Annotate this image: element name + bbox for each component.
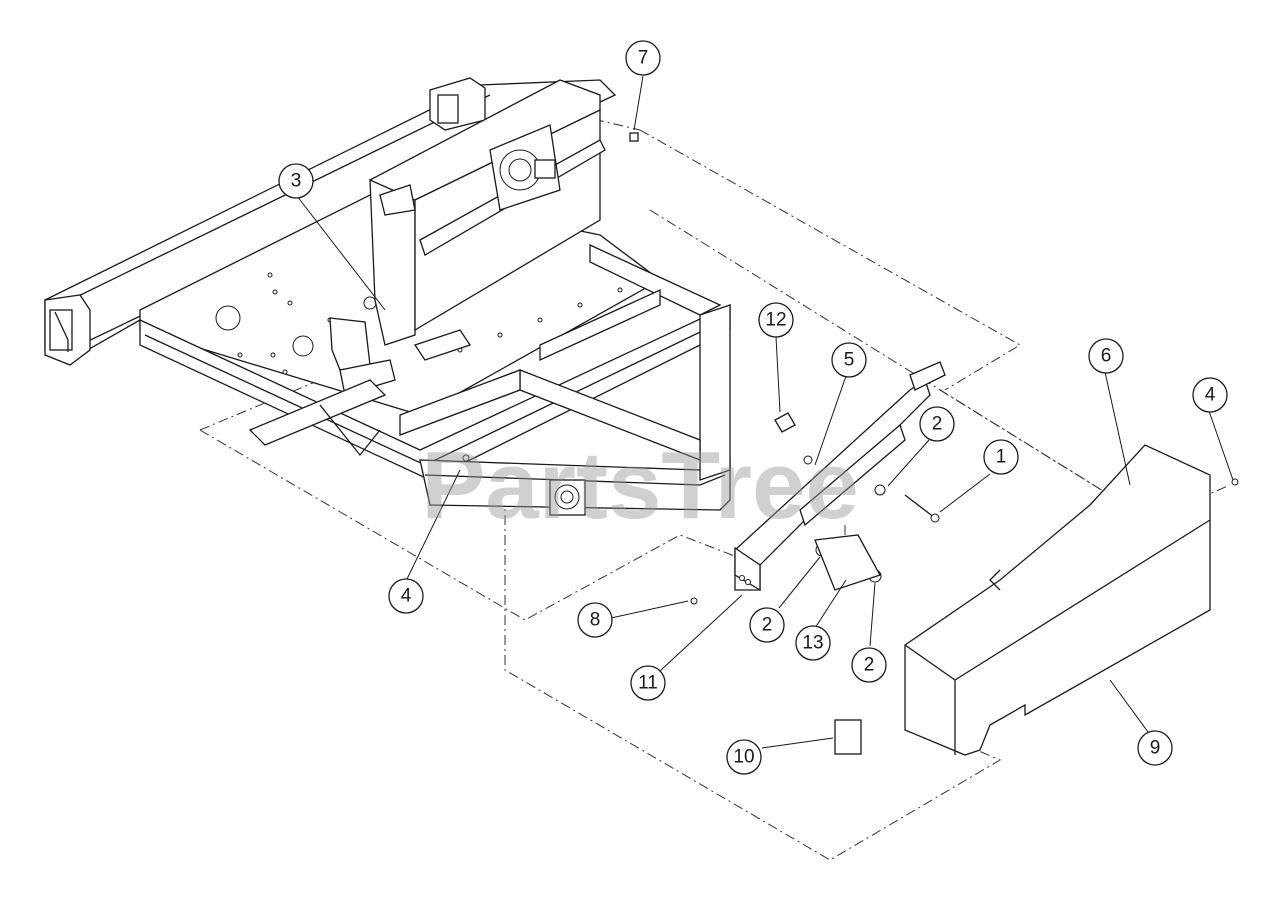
- callout-label: 12: [765, 310, 786, 331]
- bolt-part-1: [904, 494, 940, 523]
- plate-holes: [237, 272, 623, 375]
- callout-8: 8: [577, 602, 613, 638]
- callout-5: 5: [831, 342, 867, 378]
- callout-label: 9: [1150, 738, 1161, 759]
- mounting-bar-part-11: [734, 361, 946, 592]
- main-frame: [44, 77, 731, 516]
- callout-3: 3: [278, 163, 314, 199]
- spacer-part-13: [814, 534, 881, 591]
- clip-part-12: [774, 412, 796, 433]
- callout-label: 2: [864, 655, 875, 676]
- callout-12: 12: [758, 302, 794, 338]
- callout-label: 6: [1101, 346, 1112, 367]
- callout-6: 6: [1088, 338, 1124, 374]
- label-part-10: [834, 719, 862, 755]
- callout-label: 4: [1205, 385, 1216, 406]
- callout-label: 11: [638, 673, 658, 694]
- callout-2b: 2: [749, 607, 785, 643]
- callout-label: 10: [733, 747, 754, 768]
- callout-label: 7: [638, 48, 649, 69]
- callout-label: 13: [802, 633, 823, 654]
- callout-4a: 4: [388, 578, 424, 614]
- cover-part-9: [904, 444, 1211, 756]
- watermark-text: PartsTree: [421, 432, 859, 539]
- callout-4b: 4: [1192, 377, 1228, 413]
- callout-9: 9: [1137, 730, 1173, 766]
- callout-label: 2: [762, 615, 773, 636]
- callout-1: 1: [983, 439, 1019, 475]
- callout-11: 11: [630, 665, 666, 701]
- callout-label: 8: [590, 610, 601, 631]
- callout-2c: 2: [851, 647, 887, 683]
- callout-label: 2: [932, 414, 943, 435]
- callout-label: 4: [401, 586, 412, 607]
- callout-2a: 2: [919, 406, 955, 442]
- callout-label: 1: [996, 447, 1007, 468]
- callout-10: 10: [726, 739, 762, 775]
- callout-13: 13: [795, 625, 831, 661]
- nut-part-8: [690, 597, 698, 605]
- leader-lines: [296, 75, 1234, 749]
- callout-7: 7: [625, 40, 661, 76]
- callout-label: 5: [844, 350, 855, 371]
- callout-label: 3: [291, 171, 302, 192]
